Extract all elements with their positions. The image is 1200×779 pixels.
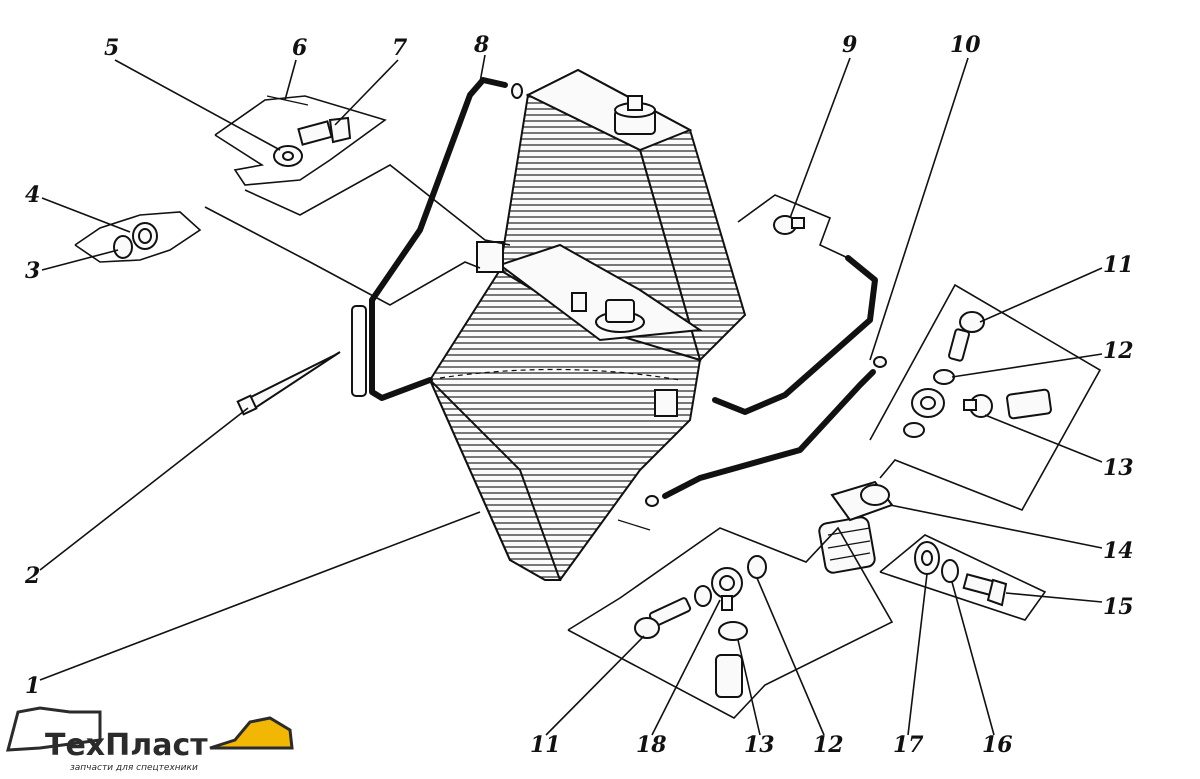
callout-12-upper: 12 bbox=[1103, 338, 1134, 364]
pipe-10-nut-top bbox=[873, 356, 887, 368]
bolt-15 bbox=[962, 573, 1008, 607]
clamp-13-upper bbox=[963, 394, 993, 418]
washer-5-hole bbox=[282, 151, 294, 161]
clamp-9 bbox=[773, 215, 805, 235]
callout-2: 2 bbox=[24, 563, 40, 589]
callout-15: 15 bbox=[1103, 594, 1134, 620]
banjo-fitting-18 bbox=[711, 567, 743, 611]
bolt-7 bbox=[297, 116, 352, 146]
banjo-fitting-upper bbox=[911, 388, 945, 418]
sleeve-left bbox=[351, 305, 367, 397]
washer-lower-left bbox=[694, 585, 712, 607]
sleeve-13-lower bbox=[715, 654, 743, 698]
callout-16: 16 bbox=[982, 732, 1013, 758]
washer-4-inner bbox=[138, 228, 152, 244]
callout-17: 17 bbox=[893, 732, 924, 758]
excavator-right-icon bbox=[209, 716, 294, 750]
callout-8: 8 bbox=[473, 32, 489, 58]
callout-6: 6 bbox=[292, 35, 307, 61]
washer-3 bbox=[113, 235, 133, 259]
techplast-logo: ТехПласт запчасти для спецтехники bbox=[6, 706, 294, 773]
tie-strap-2 bbox=[236, 351, 341, 416]
pipe-9 bbox=[712, 255, 878, 415]
callout-1: 1 bbox=[25, 673, 40, 699]
logo-tagline: запчасти для спецтехники bbox=[70, 763, 198, 773]
washer-12-upper bbox=[933, 369, 955, 385]
callout-labels: 5 6 7 8 9 10 4 3 2 1 11 12 13 14 15 11 1… bbox=[24, 32, 1134, 758]
pipe-8-nut bbox=[511, 83, 523, 99]
pin-6 bbox=[266, 95, 309, 106]
callout-11-upper: 11 bbox=[1103, 252, 1134, 278]
washer-12-lower bbox=[747, 555, 767, 579]
callout-13-upper: 13 bbox=[1103, 455, 1134, 481]
washer-lower-upper bbox=[903, 422, 925, 438]
callout-3: 3 bbox=[25, 258, 40, 284]
callout-12-lower: 12 bbox=[813, 732, 844, 758]
excavator-left-icon bbox=[6, 706, 102, 752]
pipe-10 bbox=[662, 369, 876, 499]
washer-16 bbox=[941, 559, 959, 583]
leader-lines bbox=[39, 54, 1103, 736]
callout-14: 14 bbox=[1103, 538, 1134, 564]
callout-18: 18 bbox=[636, 732, 667, 758]
callout-13-lower: 13 bbox=[744, 732, 775, 758]
callout-11-lower: 11 bbox=[530, 732, 561, 758]
fuel-tank bbox=[428, 68, 747, 582]
callout-10: 10 bbox=[950, 32, 981, 58]
pipe-8 bbox=[369, 77, 508, 401]
pipe-10-nut-bottom bbox=[645, 495, 659, 507]
logo-name: ТехПласт bbox=[45, 728, 208, 763]
callout-9: 9 bbox=[842, 32, 857, 58]
clamp-13-lower bbox=[718, 621, 748, 641]
banjo-bolt-11-upper bbox=[948, 311, 985, 362]
callout-4: 4 bbox=[25, 182, 40, 208]
callout-5: 5 bbox=[104, 35, 119, 61]
sleeve-13-upper bbox=[1006, 388, 1052, 420]
washer-17-inner bbox=[921, 550, 933, 566]
filter-14 bbox=[818, 480, 894, 574]
callout-7: 7 bbox=[392, 35, 408, 61]
banjo-bolt-11-lower bbox=[634, 597, 692, 639]
